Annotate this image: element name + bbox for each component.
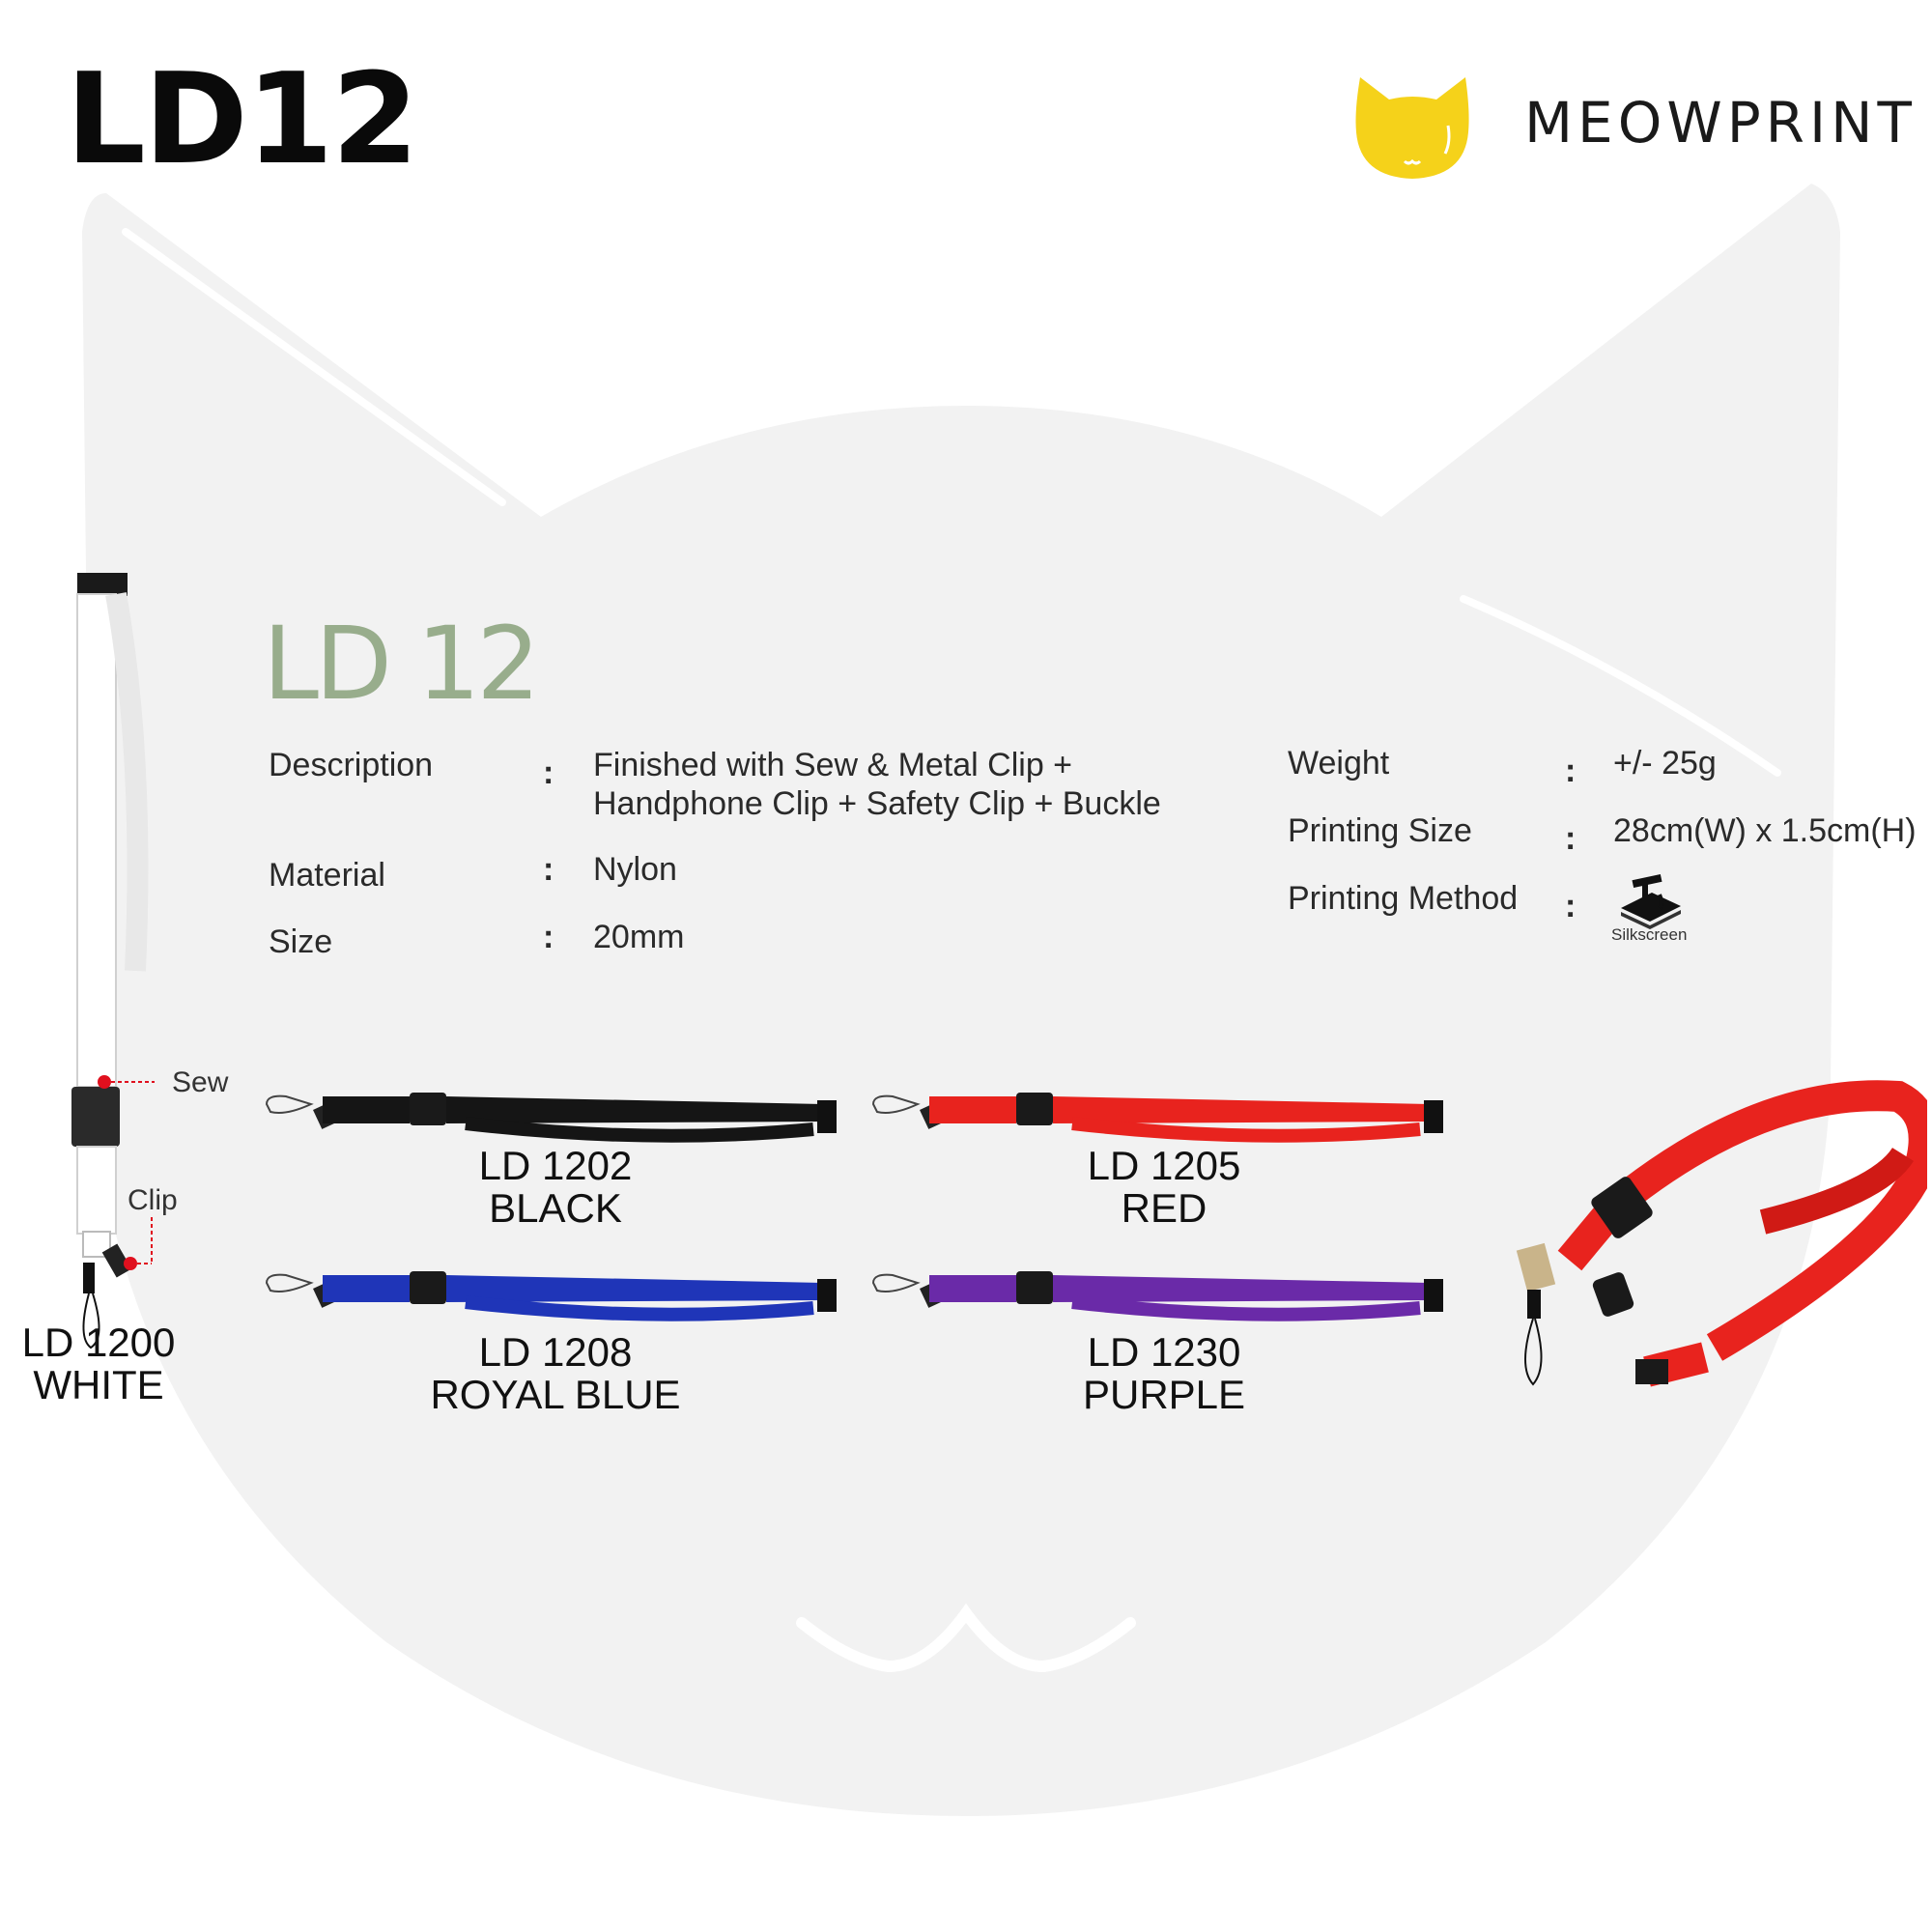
weight-colon: : xyxy=(1565,753,1577,789)
printing-method-colon: : xyxy=(1565,888,1577,924)
lanyard-royal-blue-image xyxy=(265,1271,837,1321)
size-colon: : xyxy=(543,919,554,955)
lanyard-black-image xyxy=(265,1093,837,1143)
variant-color-black: BLACK xyxy=(489,1185,622,1231)
lanyard-white-image xyxy=(71,573,149,1350)
variant-color-white: WHITE xyxy=(33,1362,164,1407)
variant-code-purple: LD 1230 xyxy=(1087,1329,1241,1375)
lanyard-red-image xyxy=(871,1093,1443,1143)
variant-color-purple: PURPLE xyxy=(1082,1372,1246,1417)
sew-marker xyxy=(98,1075,155,1089)
variant-color-royal-blue: ROYAL BLUE xyxy=(430,1372,681,1417)
variant-color-red: RED xyxy=(1121,1185,1208,1231)
description-label: Description xyxy=(269,747,434,783)
printing-method-label: Printing Method xyxy=(1288,880,1519,917)
weight-label: Weight xyxy=(1288,745,1390,781)
printing-size-value: 28cm(W) x 1.5cm(H) xyxy=(1613,812,1917,849)
silkscreen-caption: Silkscreen xyxy=(1611,925,1688,944)
lanyard-red-showcase-image xyxy=(1516,1080,1927,1387)
sew-annotation: Sew xyxy=(172,1066,229,1098)
page-title: LD12 xyxy=(66,45,419,192)
variant-code-royal-blue: LD 1208 xyxy=(478,1329,633,1375)
variant-code-red: LD 1205 xyxy=(1087,1143,1241,1188)
material-colon: : xyxy=(543,851,554,888)
lanyard-purple-image xyxy=(871,1271,1443,1321)
description-colon: : xyxy=(543,754,554,791)
silkscreen-icon xyxy=(1621,873,1681,929)
description-value-line2: Handphone Clip + Safety Clip + Buckle xyxy=(593,785,1161,822)
printing-size-label: Printing Size xyxy=(1288,812,1472,849)
clip-marker xyxy=(124,1217,153,1270)
material-value: Nylon xyxy=(593,851,677,888)
weight-value: +/- 25g xyxy=(1613,745,1717,781)
cat-logo-icon xyxy=(1355,77,1469,179)
size-value: 20mm xyxy=(593,919,685,955)
product-code: LD 12 xyxy=(263,605,540,723)
clip-annotation: Clip xyxy=(128,1184,178,1216)
variant-code-white: LD 1200 xyxy=(21,1320,176,1365)
printing-size-colon: : xyxy=(1565,820,1577,857)
description-value-line1: Finished with Sew & Metal Clip + xyxy=(593,747,1073,783)
brand-name: MEOWPRINT xyxy=(1524,90,1917,156)
variant-code-black: LD 1202 xyxy=(478,1143,633,1188)
size-label: Size xyxy=(269,923,333,960)
material-label: Material xyxy=(269,857,385,894)
